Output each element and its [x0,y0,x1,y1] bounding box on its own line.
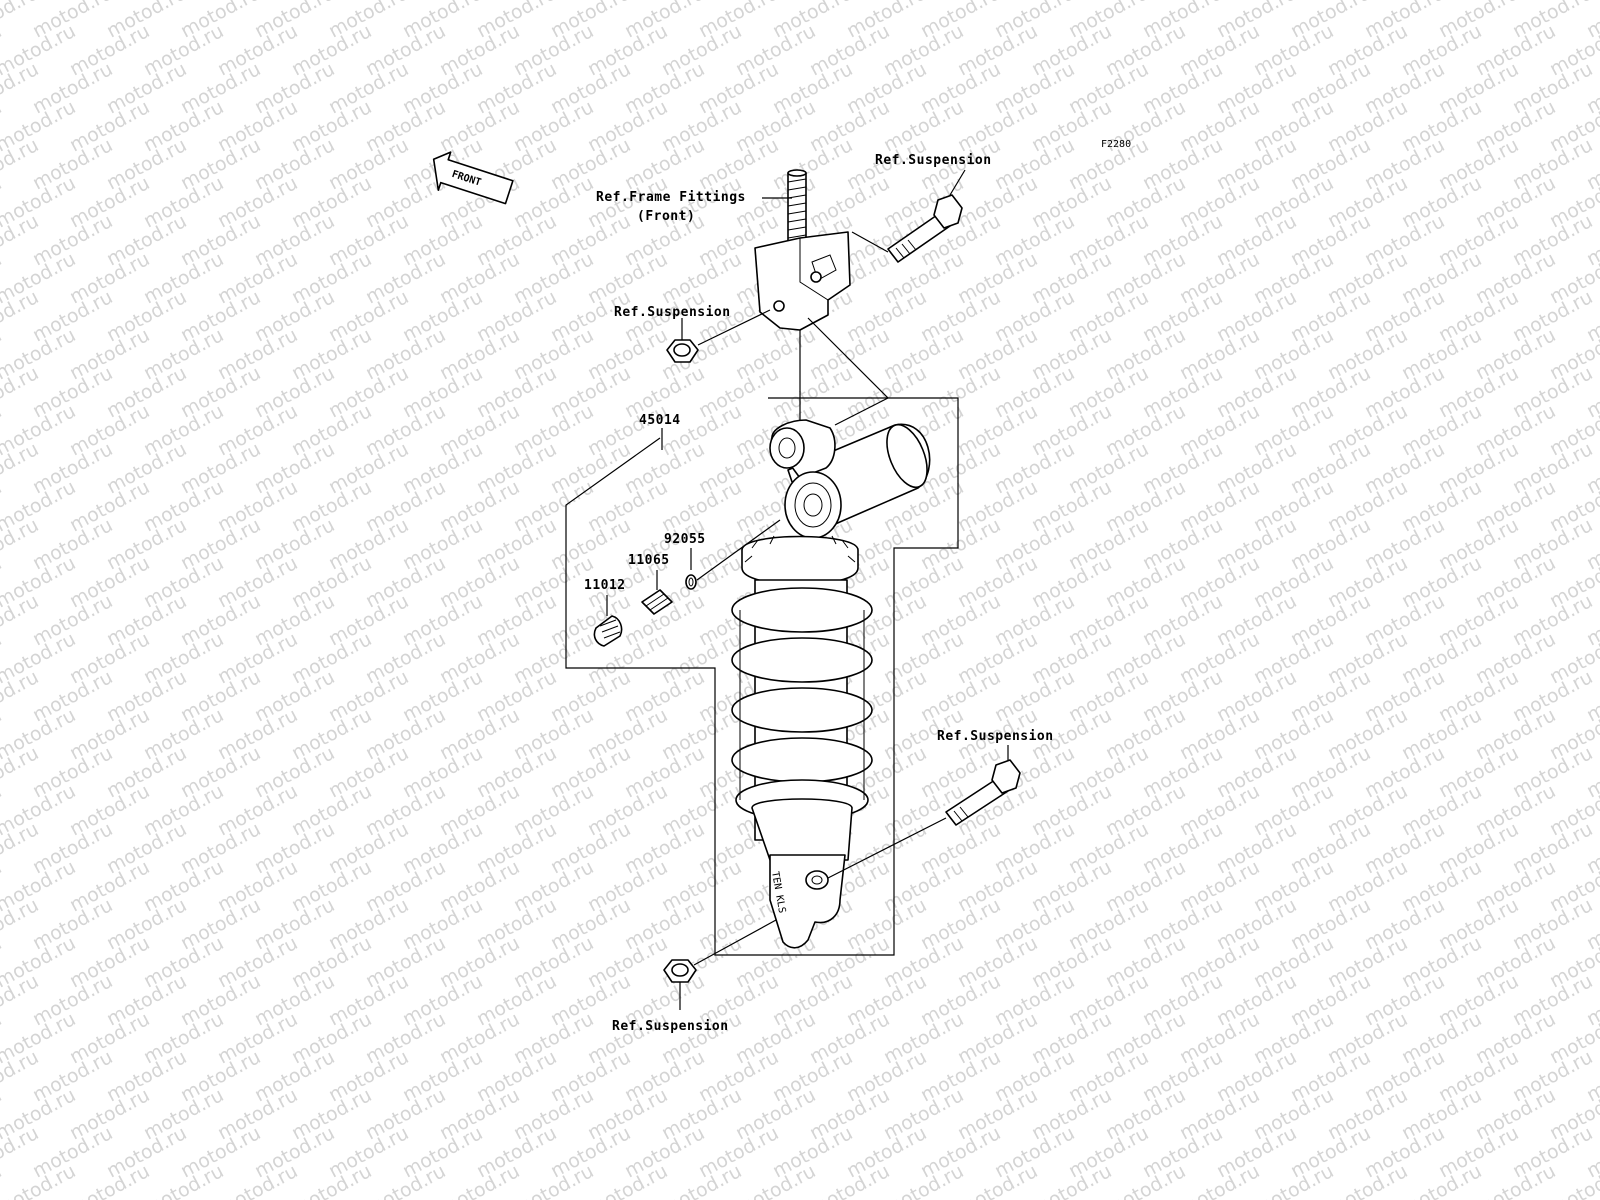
ref-suspension-label-top-left: Ref.Suspension [614,305,731,320]
frame-mount-bracket [754,169,851,331]
ref-frame-fittings-label: Ref.Frame Fittings [596,190,746,205]
ref-suspension-label-bottom-left: Ref.Suspension [612,1019,729,1034]
suspension-nut-bottom [663,959,697,1010]
rear-shock-absorber: TEN KLS [731,419,931,949]
part-number-11012: 11012 [584,578,626,593]
ref-suspension-label-top-right: Ref.Suspension [875,153,992,168]
watermark-text: motod.ru [0,1160,5,1200]
ref-frame-fittings-front-label: (Front) [637,209,695,224]
valve-11065 [641,589,673,615]
ref-suspension-label-bottom-right: Ref.Suspension [937,729,1054,744]
part-number-92055: 92055 [664,532,706,547]
part-number-45014: 45014 [639,413,681,428]
leader-lines [565,197,959,966]
part-number-11065: 11065 [628,553,670,568]
o-ring-92055 [685,574,697,590]
suspension-nut-top [666,318,699,363]
cap-11012 [593,615,623,647]
front-direction-arrow: FRONT [432,151,514,205]
figure-code: F2280 [1101,139,1131,150]
suspension-bolt-bottom [945,745,1021,826]
suspension-bolt-top [887,169,966,263]
